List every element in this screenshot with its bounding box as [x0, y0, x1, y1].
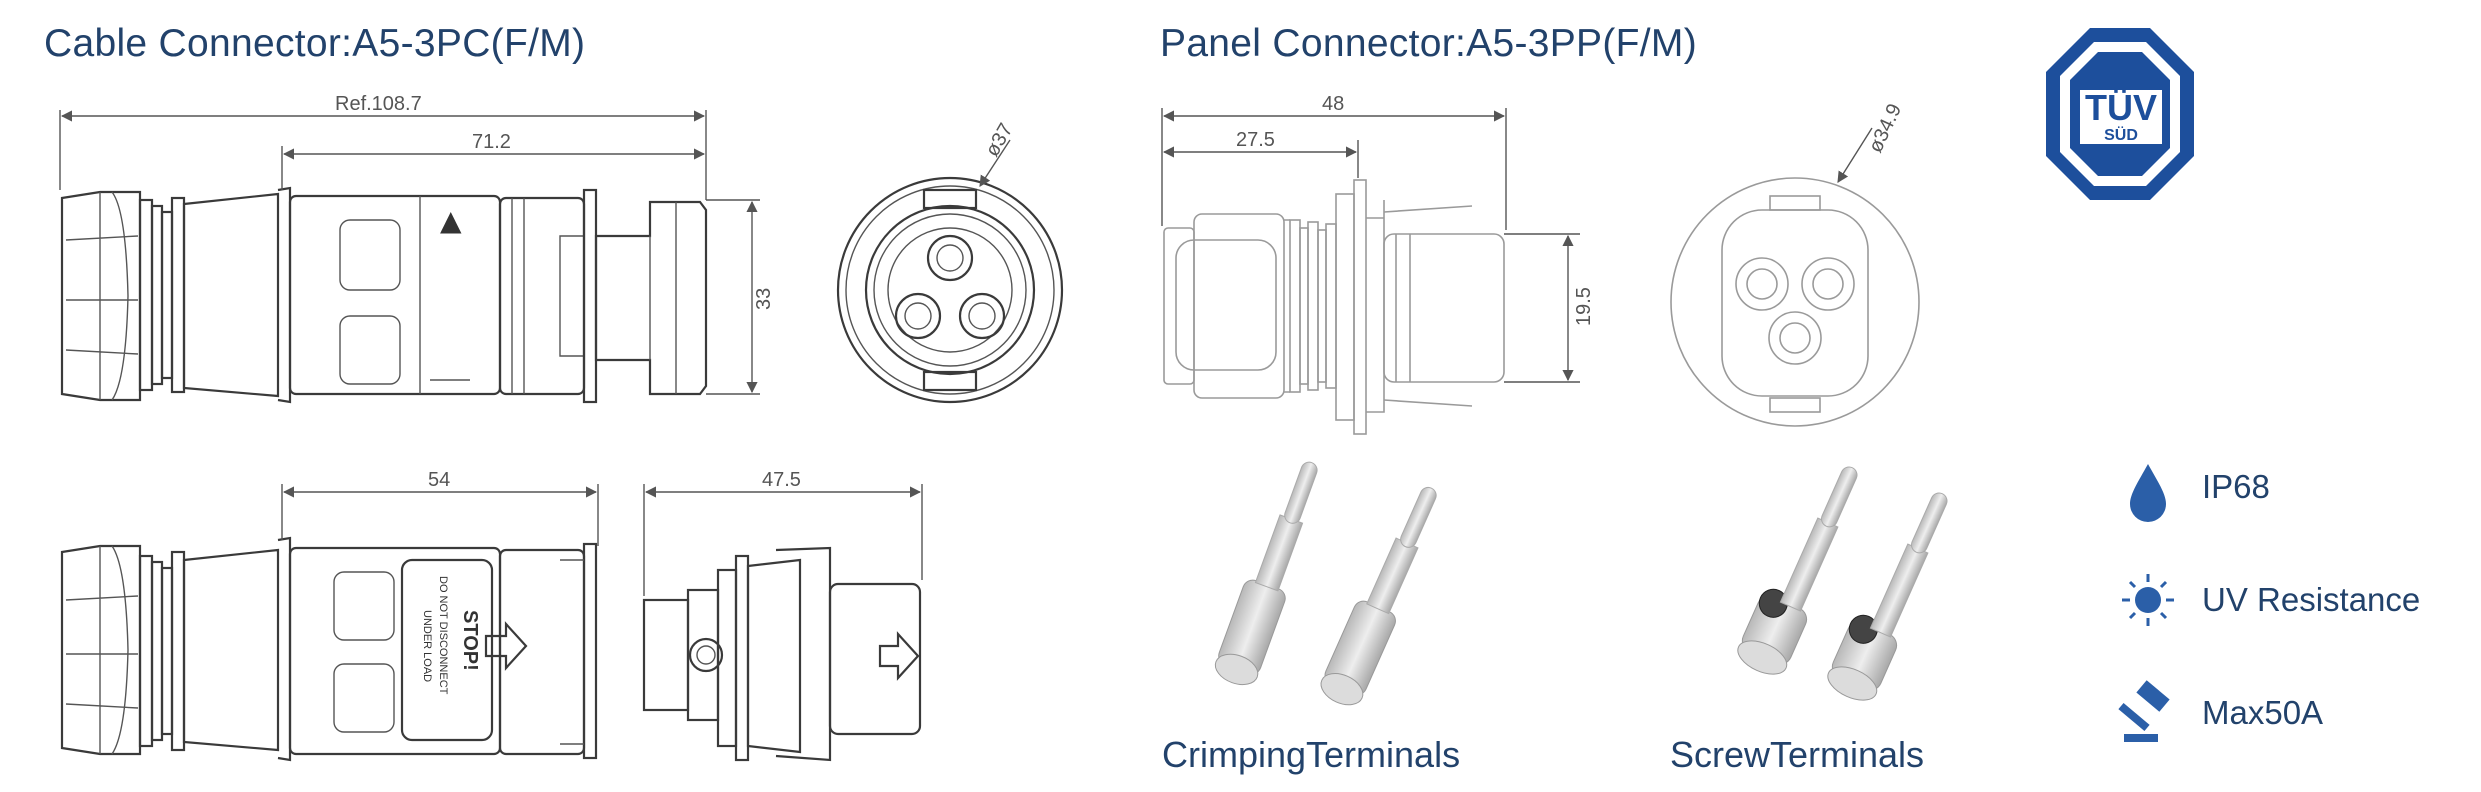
- dim-height: 33: [753, 288, 775, 310]
- stop-warning-label: STOP! DO NOT DISCONNECT UNDER LOAD: [421, 576, 481, 695]
- svg-text:▲: ▲: [440, 204, 462, 237]
- feature-uv-resistance: UV Resistance: [2202, 581, 2421, 618]
- panel-connector-side-view: [1163, 179, 1505, 435]
- panel-dimensions: 48 27.5 19.5: [1161, 93, 1595, 383]
- dim-ref-length: Ref.108.7: [335, 93, 422, 115]
- dim-panel-48: 48: [1322, 93, 1344, 115]
- dim-body-length: 71.2: [472, 131, 511, 153]
- screw-terminals-caption: ScrewTerminals: [1670, 734, 1925, 775]
- crimping-terminals-image: [1214, 461, 1437, 706]
- water-drop-icon: [2130, 464, 2166, 522]
- cable-lower-dimensions: 54: [281, 469, 599, 546]
- cable-connector-title: Cable Connector:A5-3PC(F/M): [44, 22, 586, 65]
- screw-terminals-image: [1737, 466, 1948, 701]
- under-load-text: UNDER LOAD: [421, 610, 433, 682]
- crimping-terminals-caption: CrimpingTerminals: [1162, 734, 1461, 775]
- dim-54: 54: [428, 469, 450, 491]
- panel-connector-title: Panel Connector:A5-3PP(F/M): [1160, 22, 1697, 65]
- tuv-text: TÜV: [2085, 87, 2157, 128]
- sun-icon: [2122, 574, 2174, 626]
- dim-diameter-cable: ø37: [981, 120, 1017, 161]
- dim-panel-19-5: 19.5: [1573, 287, 1595, 326]
- tuv-sud-logo: TÜV SÜD: [2046, 28, 2194, 200]
- sud-text: SÜD: [2104, 125, 2138, 144]
- feature-ip68: IP68: [2202, 468, 2270, 505]
- cable-dimensions: Ref.108.7 71.2 33: [59, 93, 775, 395]
- cable-connector-end-view: [642, 546, 922, 762]
- panel-connector-front-view: [1670, 127, 1920, 427]
- stop-text: STOP!: [459, 610, 481, 671]
- cable-connector-front-view: [836, 139, 1064, 404]
- hammer-icon: [2118, 680, 2170, 742]
- dim-diameter-panel: ø34.9: [1865, 100, 1907, 156]
- feature-max50a: Max50A: [2202, 694, 2324, 731]
- cable-connector-side-view: ▲: [60, 186, 708, 404]
- dim-47-5: 47.5: [762, 469, 801, 491]
- dim-panel-27-5: 27.5: [1236, 129, 1275, 151]
- cable-end-dimensions: 47.5: [643, 469, 923, 596]
- cable-connector-lower-view: [60, 536, 598, 762]
- do-not-disconnect-text: DO NOT DISCONNECT: [437, 576, 449, 695]
